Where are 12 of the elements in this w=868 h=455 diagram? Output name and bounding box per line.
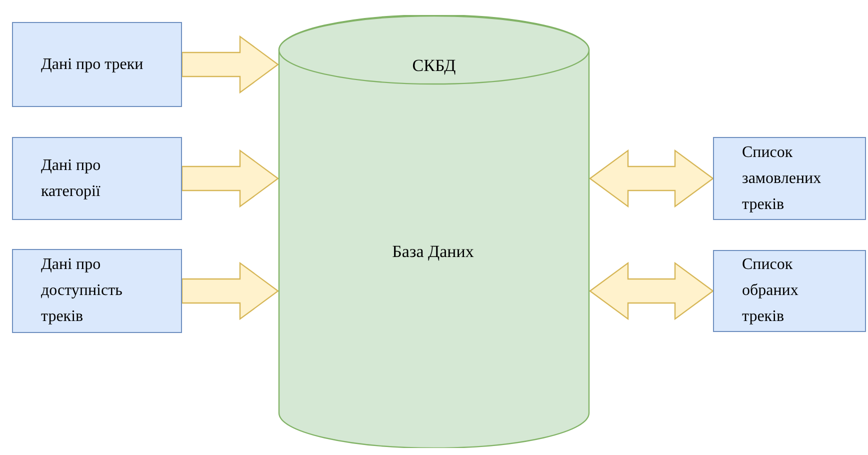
data-box: Список замовлених треків xyxy=(713,137,866,220)
data-box: Дані про треки xyxy=(12,22,182,107)
block-arrow xyxy=(181,149,280,208)
block-arrow xyxy=(181,262,280,320)
block-arrow xyxy=(181,35,280,94)
block-arrow xyxy=(588,262,714,320)
data-box: Список обраних треків xyxy=(713,250,866,332)
block-arrow xyxy=(588,149,714,208)
data-box: Дані про категорії xyxy=(12,137,182,220)
cylinder-title: СКБД xyxy=(411,55,457,77)
cylinder-label: База Даних xyxy=(391,241,475,263)
data-box: Дані про доступність треків xyxy=(12,249,182,333)
